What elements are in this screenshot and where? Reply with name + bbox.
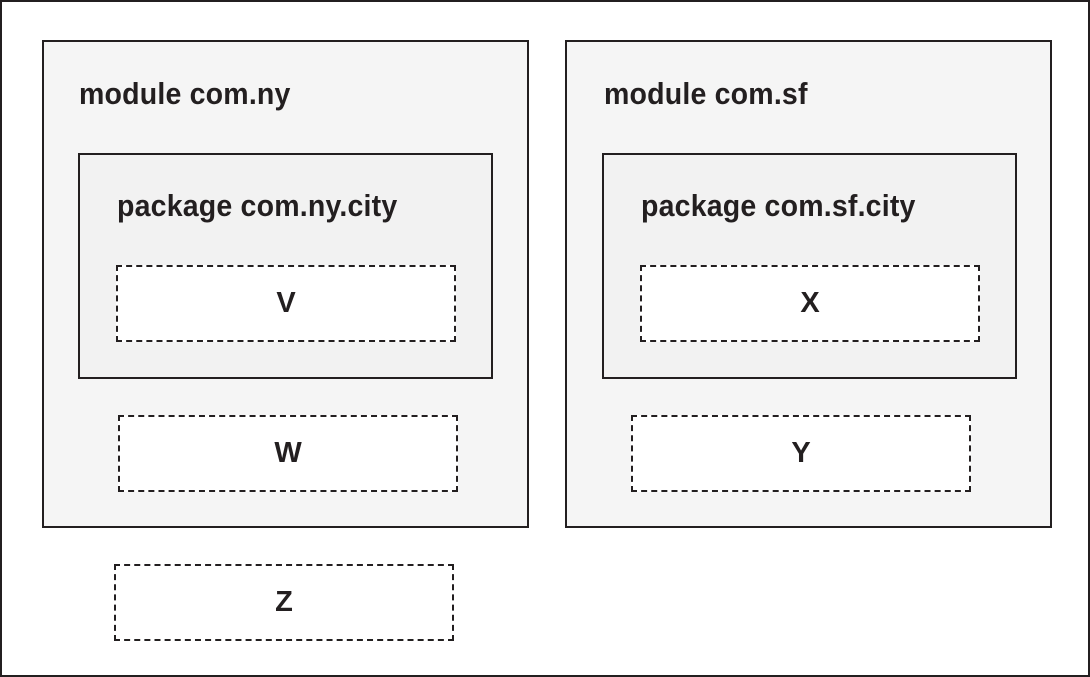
- class-x-box: X: [640, 265, 980, 342]
- class-v-box: V: [116, 265, 456, 342]
- class-z-label: Z: [275, 586, 293, 618]
- package-com-ny-city-label: package com.ny.city: [117, 188, 398, 223]
- module-com-sf: module com.sf package com.sf.city X Y: [565, 40, 1052, 528]
- class-v-label: V: [276, 287, 296, 319]
- class-x-label: X: [800, 287, 820, 319]
- package-com-sf-city-label: package com.sf.city: [641, 188, 916, 223]
- class-w-label: W: [274, 437, 302, 469]
- module-com-sf-label: module com.sf: [604, 76, 808, 111]
- package-com-sf-city: package com.sf.city X: [602, 153, 1017, 379]
- package-com-ny-city: package com.ny.city V: [78, 153, 493, 379]
- class-z-box: Z: [114, 564, 454, 641]
- class-y-box: Y: [631, 415, 971, 492]
- module-com-ny-label: module com.ny: [79, 76, 291, 111]
- module-com-ny: module com.ny package com.ny.city V W: [42, 40, 529, 528]
- class-w-box: W: [118, 415, 458, 492]
- class-y-label: Y: [791, 437, 811, 469]
